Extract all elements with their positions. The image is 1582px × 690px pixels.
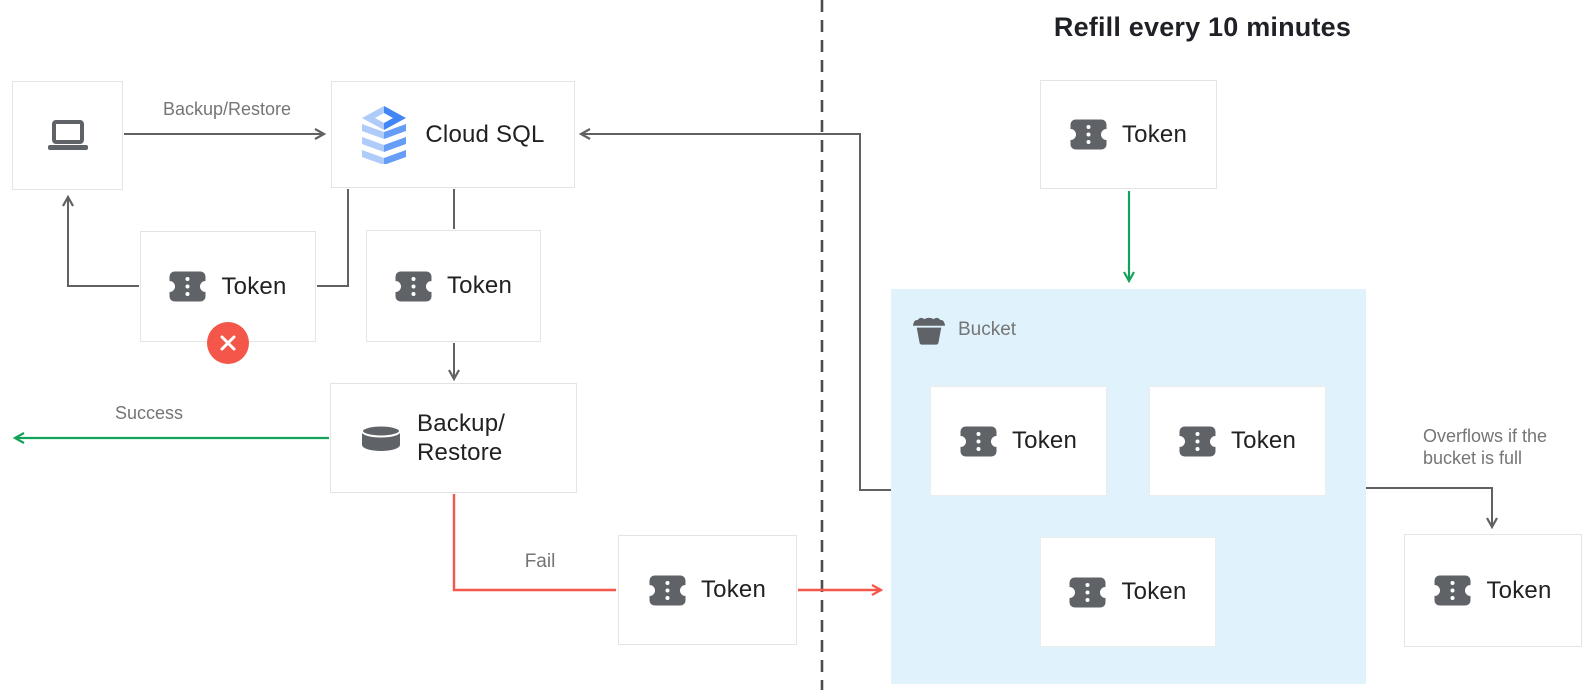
token-label: Token [1121,120,1188,148]
token-label: Token [700,576,767,603]
backup-restore-label: Backup/ Restore [417,409,505,467]
token-icon [1069,119,1107,150]
laptop-icon [47,119,88,150]
token-icon [959,426,997,456]
token-icon [169,271,207,302]
token-icon [1178,426,1216,456]
token-label: Token [1121,578,1187,605]
bucket-icon [912,317,946,345]
token-label: Token [221,272,287,300]
token-denied-node: Token [140,231,316,364]
bucket-token-node: Token [1149,386,1326,496]
token-label: Token [1486,576,1552,604]
overflow-edge-label: Overflows if the bucket is full [1423,425,1582,469]
fail-edge-label: Fail [524,551,556,572]
bucket-label: Bucket [958,318,1017,340]
success-edge-label: Success [114,403,184,423]
refill-title: Refill every 10 minutes [1053,12,1352,42]
bucket-token-node: Token [930,386,1107,496]
x-icon [220,335,236,351]
overflow-edge-label-line2: bucket is full [1423,448,1523,468]
bucket-token-node: Token [1040,537,1216,647]
token-label: Token [446,272,513,299]
backup-restore-label-line1: Backup/ [417,410,506,437]
token-label: Token [1230,427,1297,454]
token-icon [648,575,686,605]
backup-restore-edge-label: Backup/Restore [162,99,292,119]
token-request-node: Token [366,230,541,342]
token-icon [394,271,432,301]
token-label: Token [1011,427,1078,454]
cloud-sql-icon [362,105,407,164]
token-overflow-node: Token [1404,534,1582,647]
cloud-sql-label: Cloud SQL [425,120,545,148]
token-refill-node: Token [1040,80,1217,189]
cloud-sql-node: Cloud SQL [331,81,575,188]
token-icon [1069,577,1107,607]
backup-restore-node: Backup/ Restore [330,383,577,493]
token-fail-node: Token [618,535,797,645]
bucket-header: Bucket [912,314,1016,345]
overflow-edge-label-line1: Overflows if the [1423,426,1548,446]
client-node [12,81,123,190]
error-x-badge [207,322,249,364]
token-icon [1434,575,1472,606]
backup-restore-label-line2: Restore [417,439,503,466]
database-icon [361,424,401,451]
